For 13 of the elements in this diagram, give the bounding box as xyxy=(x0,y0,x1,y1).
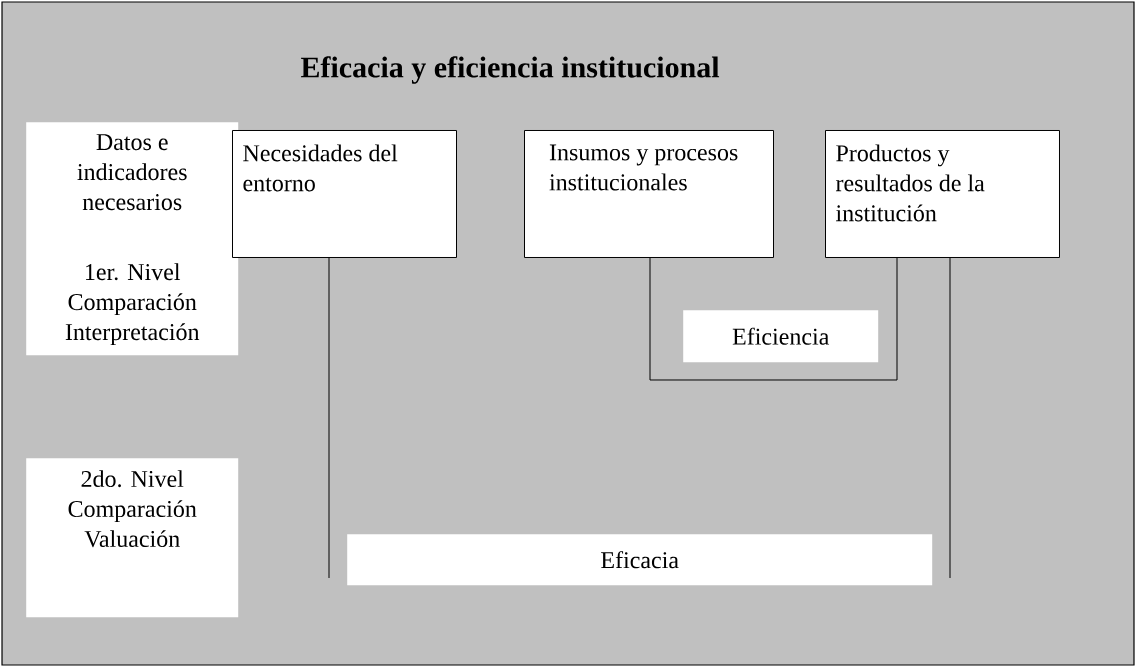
label-box: Eficacia xyxy=(347,534,933,586)
node-label: 1er. Nivel Comparación Interpretación xyxy=(65,263,200,346)
text-box: Insumos y procesos institucionales xyxy=(524,130,774,258)
line xyxy=(949,257,951,579)
title: Eficacia y eficiencia institucional xyxy=(300,56,720,84)
text-box: Productos y resultados de la institución xyxy=(825,130,1060,258)
label-box: Datos e indicadores necesarios 1er. Nivel Comparación Interpretación xyxy=(26,122,239,356)
bracket-line xyxy=(649,257,898,381)
label-box: 2do. Nivel Comparación Valuación xyxy=(26,458,239,618)
line xyxy=(328,257,330,579)
label-box: Eficiencia xyxy=(683,310,879,363)
text-box: Necesidades del entorno xyxy=(232,130,457,258)
node-label: Datos e indicadores necesarios xyxy=(77,134,187,211)
